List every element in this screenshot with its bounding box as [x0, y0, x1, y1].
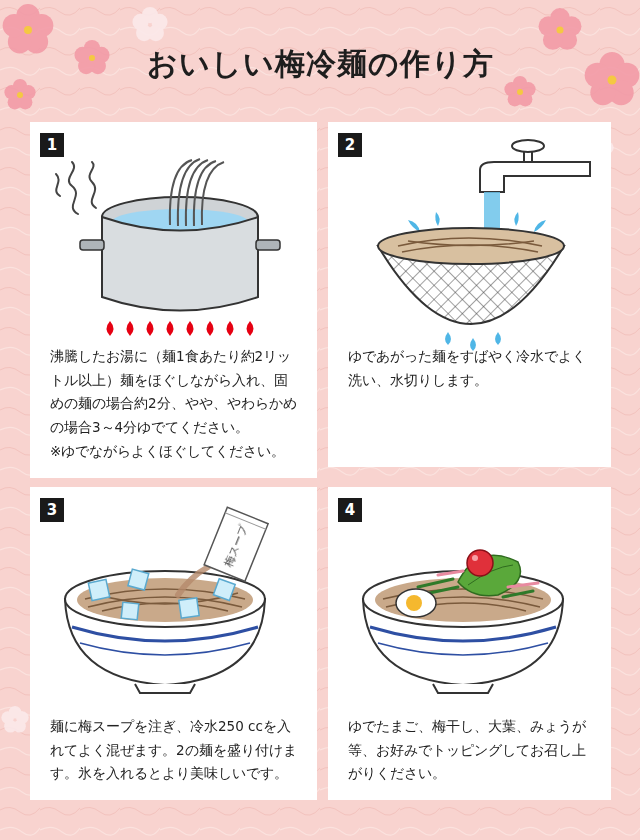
step-text: ゆでたまご、梅干し、大葉、みょうが等、お好みでトッピングしてお召し上がりください… — [348, 715, 595, 786]
step-number: 3 — [40, 498, 64, 522]
page-title: おいしい梅冷麺の作り方 — [0, 44, 640, 85]
step-panel: 3 麺に梅スープを注ぎ、冷水250 ccを入れてよく混ぜます。2の麺を盛り付けます… — [30, 487, 317, 800]
step-panel: 4 ゆでたまご、梅干し、大葉、みょうが等、お好みでトッピングしてお召し上がりくださ… — [328, 487, 611, 800]
step-number: 1 — [40, 133, 64, 157]
step-number: 2 — [338, 133, 362, 157]
step-panel: 2 ゆであがった麺をすばやく冷水でよく洗い、水切りします。 — [328, 122, 611, 467]
colander-illustration — [328, 122, 611, 467]
step-text: ※ゆでながらよくほぐしてください。 — [50, 440, 301, 464]
step-number: 4 — [338, 498, 362, 522]
step-text: ゆであがった麺をすばやく冷水でよく洗い、水切りします。 — [348, 345, 595, 392]
step-text: 沸騰したお湯に（麺1食あたり約2リットル以上）麺をほぐしながら入れ、固めの麺の場… — [50, 345, 301, 440]
step-text: 麺に梅スープを注ぎ、冷水250 ccを入れてよく混ぜます。2の麺を盛り付けます。… — [50, 715, 301, 786]
boiling-pot-illustration — [30, 122, 317, 467]
step-panel: 1 沸騰したお湯に（麺1食あたり約2リットル以上）麺をほぐしながら入れ、固めの麺の… — [30, 122, 317, 478]
